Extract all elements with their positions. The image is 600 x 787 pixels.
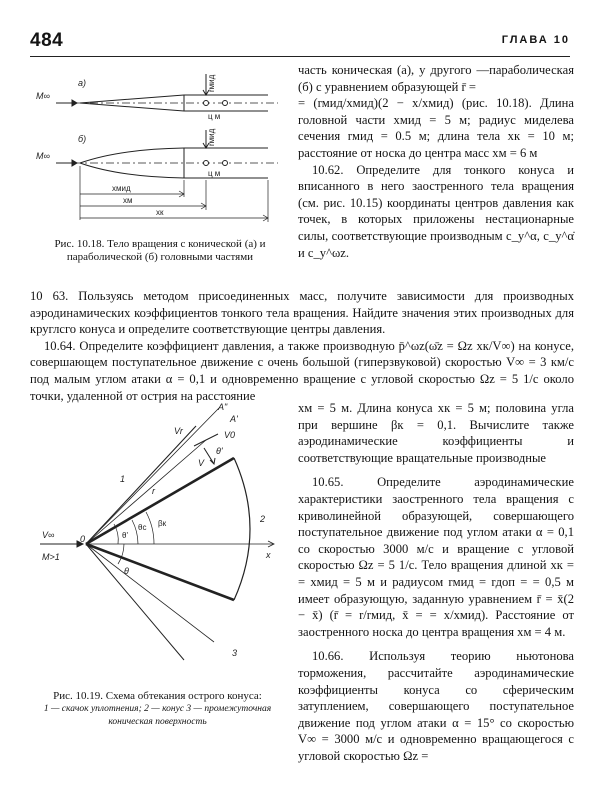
label-theta: θ [124,566,129,576]
label-a: а) [78,78,86,88]
running-head: ГЛАВА 10 [501,34,570,46]
label-a-prime: A' [229,414,238,424]
paragraph-1061-rest: = (rмид/xмид)(2 − x/xмид) (рис. 10.18). … [298,96,574,160]
label-r-mid-a: rмид [207,74,216,92]
label-theta-prime: θ' [122,531,128,540]
label-x-k: xк [156,208,164,217]
label-b: б) [78,134,86,144]
page-number: 484 [30,30,64,51]
figure-10-18: а) б) M∞ M∞ rмид rмид ц м ц м xмид xм xк [36,74,278,222]
paragraph-1061-line1: часть коническая (а), у другого —парабол… [298,63,574,94]
label-x-axis: x [265,550,271,560]
label-cm-b: ц м [208,169,220,178]
cone-body-outline [79,94,268,104]
paragraph-10-63: 10 63. Пользуясь методом присоединенных … [30,289,574,337]
figure-10-19-legend: 1 — скачок уплотнения; 2 — конус 3 — про… [43,704,272,727]
paragraph-10-62: 10.62. Определите для тонкого конуса и в… [298,162,574,260]
figure-10-19-title: Рис. 10.19. Схема обтекания острого кону… [53,690,262,702]
parabolic-body-outline [79,147,268,164]
label-cm-a: ц м [208,112,220,121]
text-full-width: 10 63. Пользуясь методом присоединенных … [30,288,574,404]
label-x-mid: xмид [112,184,131,193]
text-column-right-top: часть коническая (а), у другого —парабол… [298,62,574,261]
label-theta-dot: θ' [216,446,223,456]
figure-10-19: A" A' Vr V0 V θ' 1 2 3 r 0 x V∞ M>1 θ' θ… [40,402,275,661]
label-m-inf-b: M∞ [36,151,50,161]
label-theta-c: θc [138,523,146,532]
label-beta-k: βк [158,519,167,528]
figure-10-19-caption: Рис. 10.19. Схема обтекания острого кону… [30,690,285,729]
label-v: V [198,458,205,468]
paragraph-10-64-continued: xм = 5 м. Длина конуса xк = 5 м; половин… [298,401,574,465]
label-v-inf: V∞ [42,530,54,540]
label-r: r [152,486,156,496]
label-origin: 0 [80,534,85,544]
label-3: 3 [232,648,237,658]
text-column-right-bottom: xм = 5 м. Длина конуса xк = 5 м; половин… [298,400,574,764]
label-m-gt-1: M>1 [42,552,60,562]
paragraph-10-66: 10.66. Используя теорию ньютонова тормож… [298,649,574,763]
label-2: 2 [259,514,265,524]
paragraph-10-65: 10.65. Определите аэродинамические харак… [298,475,574,639]
label-m-inf-a: M∞ [36,91,50,101]
figure-10-18-caption: Рис. 10.18. Тело вращения с конической (… [54,238,266,263]
paragraph-10-64: 10.64. Определите коэффициент давления, … [30,338,574,403]
label-x-m: xм [123,196,133,205]
header-rule [30,56,570,57]
label-a-double-prime: A" [217,402,228,412]
label-r-mid-b: rмид [207,128,216,146]
label-vr: Vr [174,426,184,436]
label-1: 1 [120,474,125,484]
label-v0: V0 [224,430,235,440]
